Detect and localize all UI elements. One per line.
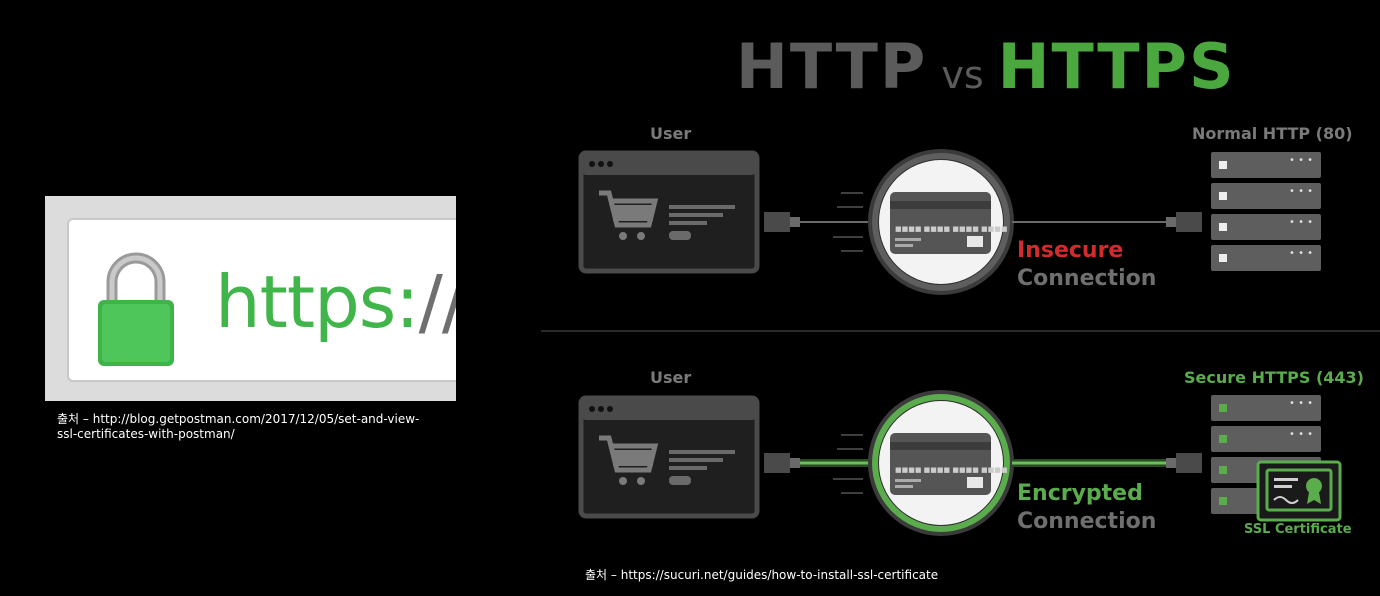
normal-http-label: Normal HTTP (80) (1192, 124, 1353, 143)
bottom-speed-lines (833, 434, 863, 494)
title-https: HTTPS (997, 30, 1236, 103)
padlock-icon (98, 252, 174, 366)
svg-text:• • •: • • • (1289, 398, 1313, 409)
encrypted-text: Encrypted (1017, 481, 1143, 506)
title-vs: vs (941, 53, 984, 97)
top-shopping-cart-icon (599, 190, 659, 240)
top-speed-lines (833, 192, 863, 252)
bottom-credit-card-icon: ■■■■ ■■■■ ■■■■ ■■■■ (868, 390, 1014, 536)
bottom-user-label: User (650, 368, 692, 387)
url-slashes: // (418, 260, 456, 344)
top-browser-window-icon (578, 150, 760, 274)
insecure-connection-label: Insecure Connection (1017, 237, 1156, 293)
url-scheme: https: (215, 260, 420, 344)
encrypted-connection-label: Encrypted Connection (1017, 480, 1156, 536)
svg-text:• • •: • • • (1289, 248, 1313, 259)
svg-text:• • •: • • • (1289, 217, 1313, 228)
top-left-plug-icon (764, 212, 800, 232)
bottom-right-plug-icon (1166, 453, 1202, 473)
ssl-certificate-label: SSL Certificate (1244, 522, 1352, 537)
secure-https-label: Secure HTTPS (443) (1184, 368, 1364, 387)
top-user-label: User (650, 124, 692, 143)
http-vs-https-diagram: HTTP vs HTTPS (541, 0, 1380, 560)
svg-text:• • •: • • • (1289, 186, 1313, 197)
svg-text:■■■■ ■■■■ ■■■■ ■■■■: ■■■■ ■■■■ ■■■■ ■■■■ (895, 466, 1008, 474)
title-http: HTTP (736, 30, 928, 103)
diagram-title: HTTP vs HTTPS (736, 30, 1236, 103)
ssl-certificate-icon (1256, 460, 1342, 522)
connection-text-bottom: Connection (1017, 509, 1157, 534)
bottom-shopping-cart-icon (599, 435, 659, 485)
https-address-bar-image: https:// (45, 196, 456, 401)
svg-text:• • •: • • • (1289, 155, 1313, 166)
address-bar: https:// (67, 218, 456, 382)
right-source-caption: 출처 – https://sucuri.net/guides/how-to-in… (585, 568, 939, 582)
svg-text:• • •: • • • (1289, 429, 1313, 440)
insecure-text: Insecure (1017, 238, 1124, 263)
connection-text-top: Connection (1017, 266, 1157, 291)
diagram-graphics: ■■■■ ■■■■ ■■■■ ■■■■ • • • • • • • • • • … (541, 149, 1380, 536)
url-text: https:// (215, 260, 456, 344)
top-credit-card-icon: ■■■■ ■■■■ ■■■■ ■■■■ (868, 149, 1014, 295)
top-server-rack-icon: • • • • • • • • • • • • (1211, 152, 1321, 271)
bottom-left-plug-icon (764, 453, 800, 473)
left-source-caption: 출처 – http://blog.getpostman.com/2017/12/… (57, 412, 420, 441)
bottom-browser-window-icon (578, 395, 760, 519)
svg-text:■■■■ ■■■■ ■■■■ ■■■■: ■■■■ ■■■■ ■■■■ ■■■■ (895, 225, 1008, 233)
top-right-plug-icon (1166, 212, 1202, 232)
